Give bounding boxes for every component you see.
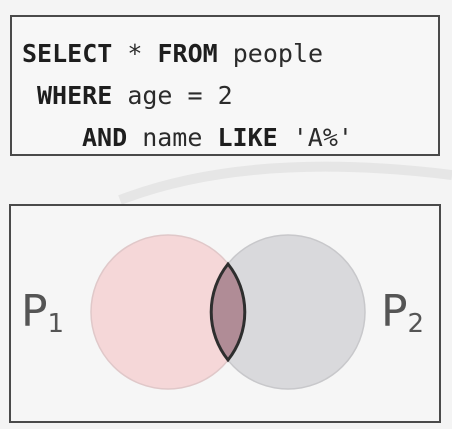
- sql-keyword-from: FROM: [157, 39, 218, 68]
- sql-line-select: SELECT * FROM people: [22, 33, 438, 75]
- label-p2: P2: [381, 290, 425, 339]
- sql-text: name: [127, 123, 218, 152]
- sql-query-box: SELECT * FROM people WHERE age = 2 AND n…: [10, 15, 440, 156]
- sql-keyword-select: SELECT: [22, 39, 113, 68]
- venn-intersection-outline: [209, 261, 247, 363]
- venn-diagram-box: P1 P2: [9, 204, 441, 423]
- sql-line-and: AND name LIKE 'A%': [22, 117, 438, 159]
- label-p2-subscript: 2: [407, 309, 425, 339]
- label-p1: P1: [21, 290, 65, 339]
- label-p2-letter: P: [381, 286, 408, 337]
- sql-condition-age: age = 2: [112, 81, 233, 110]
- sql-keyword-like: LIKE: [217, 123, 278, 152]
- label-p1-subscript: 1: [47, 309, 65, 339]
- sql-line-where: WHERE age = 2: [22, 75, 438, 117]
- sql-text: *: [112, 39, 158, 68]
- label-p1-letter: P: [21, 286, 48, 337]
- sql-keyword-and: AND: [82, 123, 128, 152]
- venn-diagram: [90, 234, 366, 390]
- sql-table-name: people: [217, 39, 324, 68]
- sql-pattern: 'A%': [277, 123, 353, 152]
- sql-keyword-where: WHERE: [37, 81, 113, 110]
